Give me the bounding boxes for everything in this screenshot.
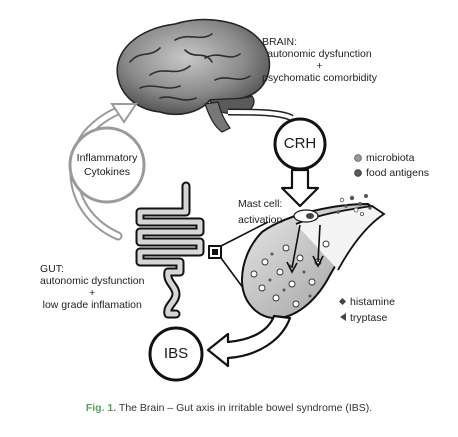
cytokines-line1: Inflammatory <box>76 152 138 164</box>
tryptase-legend-icon <box>340 313 346 321</box>
food-antigens-label: food antigens <box>366 167 430 179</box>
brain-illustration <box>116 18 271 133</box>
histamine-legend-icon <box>338 297 347 306</box>
brain-label: BRAIN: autonomic dysfunction + psychomat… <box>262 36 377 84</box>
mast-cell-label: Mast cell: activation <box>238 196 282 228</box>
tryptase-label: tryptase <box>350 312 388 324</box>
caption-text: The Brain – Gut axis in irritable bowel … <box>116 402 373 414</box>
microbiota-legend-icon <box>354 154 362 162</box>
gut-line2: low grade inflamation <box>42 299 142 311</box>
brain-title: BRAIN: <box>262 36 298 48</box>
ibs-label: IBS <box>163 345 189 362</box>
figure-caption: Fig. 1. The Brain – Gut axis in irritabl… <box>0 402 458 414</box>
mast-cell-line2: activation <box>238 214 283 226</box>
gut-label: GUT: autonomic dysfunction + low grade i… <box>40 263 144 311</box>
food-antigens-legend-icon <box>354 169 362 177</box>
cytokines-node <box>68 126 146 204</box>
gut-section-illustration <box>240 194 386 320</box>
gut-plus: + <box>89 287 96 299</box>
brain-line1: autonomic dysfunction <box>267 48 372 60</box>
histamine-label: histamine <box>350 296 395 308</box>
gut-title: GUT: <box>40 263 64 275</box>
gut-line1: autonomic dysfunction <box>40 275 145 287</box>
crh-label: CRH <box>283 135 317 152</box>
brain-plus: + <box>316 60 323 72</box>
microbiota-label: microbiota <box>366 152 415 164</box>
figure-number: Fig. 1. <box>85 402 117 414</box>
cytokines-label: Inflammatory Cytokines <box>70 151 144 179</box>
gut-to-ibs-arrow <box>206 314 292 368</box>
cytokines-line2: Cytokines <box>83 166 131 178</box>
crh-down-arrow <box>280 168 320 208</box>
brain-line2: psychomatic comorbidity <box>262 72 377 84</box>
ibs-node <box>148 326 204 382</box>
mast-cell-line1: Mast cell: <box>238 198 283 210</box>
intestine-illustration <box>135 181 222 319</box>
